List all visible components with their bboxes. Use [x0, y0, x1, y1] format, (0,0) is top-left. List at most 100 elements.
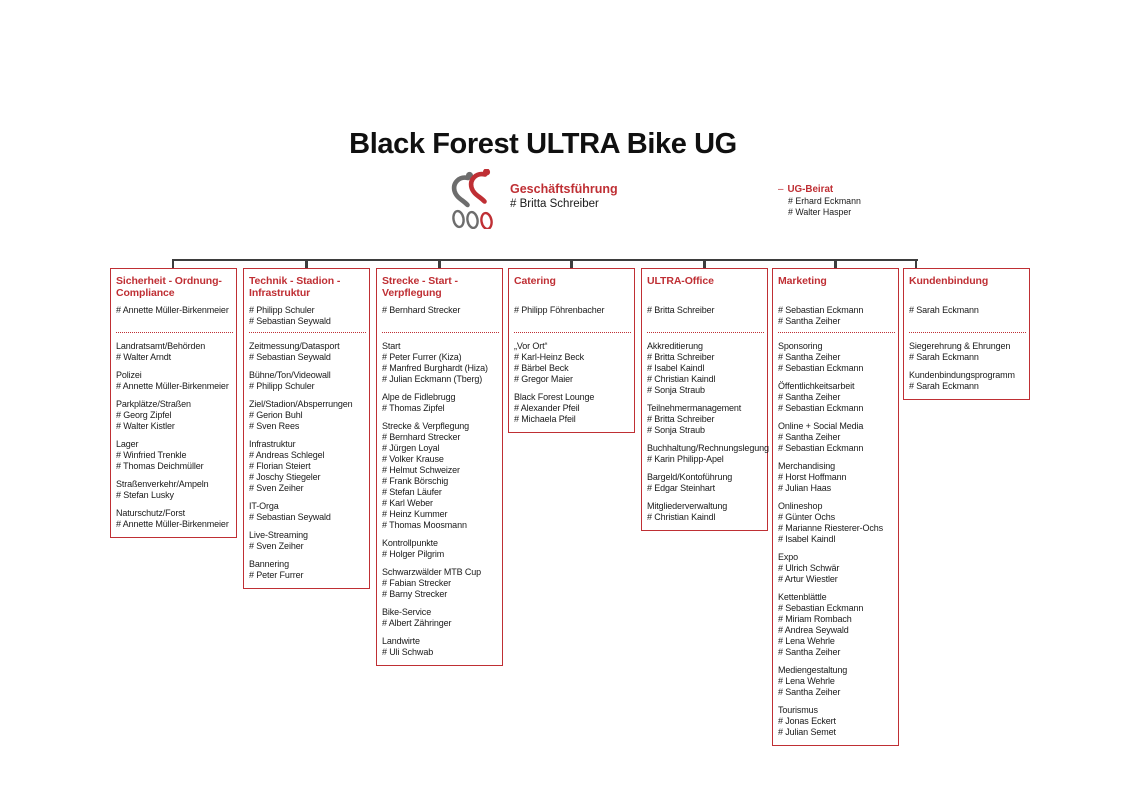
section-title: Onlineshop [778, 501, 823, 511]
section-title: Ziel/Stadion/Absperrungen [249, 399, 353, 409]
member-name: # Alexander Pfeil [514, 403, 580, 413]
department-section: Bannering# Peter Furrer [249, 559, 366, 581]
department-section: Bühne/Ton/Videowall# Philipp Schuler [249, 370, 366, 392]
member-name: # Marianne Riesterer-Ochs [778, 523, 884, 533]
member-name: # Georg Zipfel [116, 410, 172, 420]
department-section: Akkreditierung# Britta Schreiber# Isabel… [647, 341, 764, 396]
department-title: ULTRA-Office [647, 275, 714, 287]
member-name: # Annette Müller-Birkenmeier [116, 519, 229, 529]
department-heads: # Annette Müller-Birkenmeier [116, 305, 233, 329]
member-name: # Santha Zeiher [778, 687, 841, 697]
section-title: Akkreditierung [647, 341, 703, 351]
department-section: Sponsoring# Santha Zeiher# Sebastian Eck… [778, 341, 895, 374]
org-connector-stub [438, 259, 441, 270]
department-head-name: # Annette Müller-Birkenmeier [116, 305, 229, 315]
department-heads: # Sarah Eckmann [909, 305, 1026, 329]
member-name: # Walter Kistler [116, 421, 175, 431]
department-section: Landratsamt/Behörden# Walter Arndt [116, 341, 233, 363]
member-name: # Albert Zähringer [382, 618, 452, 628]
member-name: # Sarah Eckmann [909, 352, 979, 362]
member-name: # Christian Kaindl [647, 374, 716, 384]
member-name: # Karl Weber [382, 498, 433, 508]
advisory-block: –UG-Beirat # Erhard Eckmann # Walter Has… [778, 184, 861, 217]
department-section: Kontrollpunkte# Holger Pilgrim [382, 538, 499, 560]
department-section: Öffentlichkeitsarbeit# Santha Zeiher# Se… [778, 381, 895, 414]
department-section: Tourismus# Jonas Eckert# Julian Semet [778, 705, 895, 738]
section-title: Schwarzwälder MTB Cup [382, 567, 482, 577]
section-title: „Vor Ort“ [514, 341, 548, 351]
department-box-2: Technik - Stadion - Infrastruktur # Phili… [243, 268, 370, 589]
department-section: Zeitmessung/Datasport# Sebastian Seywald [249, 341, 366, 363]
department-section: Naturschutz/Forst# Annette Müller-Birken… [116, 508, 233, 530]
member-name: # Julian Eckmann (Tberg) [382, 374, 483, 384]
member-name: # Britta Schreiber [647, 352, 715, 362]
page-title: Black Forest ULTRA Bike UG [349, 128, 737, 160]
member-name: # Julian Semet [778, 727, 836, 737]
member-name: # Sebastian Eckmann [778, 403, 864, 413]
department-section: Expo# Ulrich Schwär# Artur Wiestler [778, 552, 895, 585]
department-head-name: # Sarah Eckmann [909, 305, 979, 315]
department-section: Schwarzwälder MTB Cup# Fabian Strecker# … [382, 567, 499, 600]
member-name: # Karin Philipp-Apel [647, 454, 724, 464]
member-name: # Sebastian Eckmann [778, 363, 864, 373]
member-name: # Santha Zeiher [778, 647, 841, 657]
department-title: Technik - Stadion - Infrastruktur [249, 275, 341, 299]
cyclist-logo-icon [451, 169, 493, 229]
section-title: Bannering [249, 559, 289, 569]
member-name: # Sebastian Eckmann [778, 603, 864, 613]
section-title: Straßenverkehr/Ampeln [116, 479, 209, 489]
member-name: # Joschy Stiegeler [249, 472, 321, 482]
org-connector-stub [914, 259, 918, 270]
section-title: Alpe de Fidlebrugg [382, 392, 456, 402]
section-title: Buchhaltung/Rechnungslegung [647, 443, 769, 453]
section-title: Parkplätze/Straßen [116, 399, 191, 409]
department-heads: # Britta Schreiber [647, 305, 764, 329]
section-title: Lager [116, 439, 139, 449]
department-section: Kettenblättle# Sebastian Eckmann# Miriam… [778, 592, 895, 658]
member-name: # Artur Wiestler [778, 574, 838, 584]
department-box-3: Strecke - Start - Verpflegung# Bernhard … [376, 268, 503, 666]
section-title: Expo [778, 552, 799, 562]
department-section: Bargeld/Kontoführung# Edgar Steinhart [647, 472, 764, 494]
member-name: # Sonja Straub [647, 385, 705, 395]
section-title: Strecke & Verpflegung [382, 421, 470, 431]
department-section: Polizei# Annette Müller-Birkenmeier [116, 370, 233, 392]
department-box-4: Catering# Philipp Föhrenbacher„Vor Ort“#… [508, 268, 635, 433]
member-name: # Sven Rees [249, 421, 300, 431]
section-title: Online + Social Media [778, 421, 864, 431]
section-title: IT-Orga [249, 501, 279, 511]
org-connector-stub [834, 259, 837, 270]
department-title: Catering [514, 275, 556, 287]
member-name: # Peter Furrer [249, 570, 304, 580]
department-heads: # Philipp Schuler# Sebastian Seywald [249, 305, 366, 329]
member-name: # Gerion Buhl [249, 410, 303, 420]
member-name: # Christian Kaindl [647, 512, 716, 522]
member-name: # Sebastian Seywald [249, 512, 331, 522]
member-name: # Stefan Läufer [382, 487, 442, 497]
department-section: Start# Peter Furrer (Kiza)# Manfred Burg… [382, 341, 499, 385]
member-name: # Volker Krause [382, 454, 444, 464]
member-name: # Sebastian Eckmann [778, 443, 864, 453]
section-title: Bike-Service [382, 607, 432, 617]
section-title: Bühne/Ton/Videowall [249, 370, 331, 380]
member-name: # Sven Zeiher [249, 541, 304, 551]
dotted-separator [249, 332, 366, 333]
member-name: # Thomas Moosmann [382, 520, 467, 530]
dotted-separator [382, 332, 499, 333]
department-section: Alpe de Fidlebrugg# Thomas Zipfel [382, 392, 499, 414]
department-box-6: Marketing# Sebastian Eckmann# Santha Zei… [772, 268, 899, 746]
section-title: Landratsamt/Behörden [116, 341, 206, 351]
member-name: # Jonas Eckert [778, 716, 836, 726]
section-title: Live-Streaming [249, 530, 308, 540]
section-title: Kundenbindungsprogramm [909, 370, 1015, 380]
org-connector-stub [570, 259, 573, 270]
member-name: # Helmut Schweizer [382, 465, 460, 475]
section-title: Sponsoring [778, 341, 823, 351]
department-title: Marketing [778, 275, 827, 287]
dotted-separator [647, 332, 764, 333]
management-block: Geschäftsführung # Britta Schreiber [447, 169, 618, 229]
department-heads: # Sebastian Eckmann# Santha Zeiher [778, 305, 895, 329]
department-box-1: Sicherheit - Ordnung- Compliance# Annett… [110, 268, 237, 538]
advisory-dash: – [778, 184, 784, 195]
